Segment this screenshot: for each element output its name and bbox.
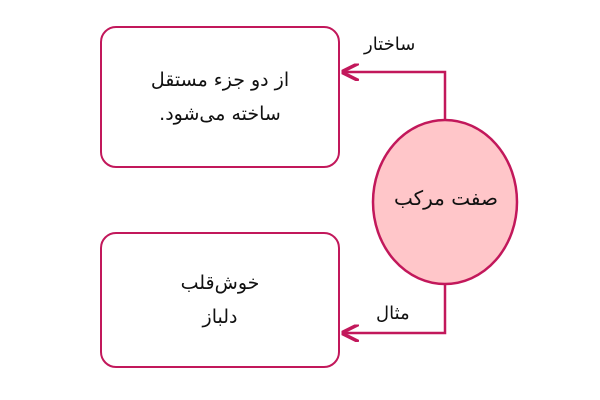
example-line-2: دلباز	[202, 306, 238, 328]
structure-box: از دو جزء مستقل ساخته می‌شود.	[100, 26, 340, 168]
edge-label-example: مثال	[376, 303, 410, 324]
connector-top	[343, 72, 447, 122]
center-node-ellipse	[371, 118, 519, 286]
connector-bottom	[343, 282, 447, 333]
example-box: خوش‌قلب دلباز	[100, 232, 340, 368]
structure-line-2: ساخته می‌شود.	[159, 103, 281, 125]
structure-line-1: از دو جزء مستقل	[150, 69, 290, 91]
center-node-label: صفت مرکب	[393, 186, 498, 210]
edge-label-structure: ساختار	[364, 34, 416, 55]
example-line-1: خوش‌قلب	[180, 272, 260, 294]
